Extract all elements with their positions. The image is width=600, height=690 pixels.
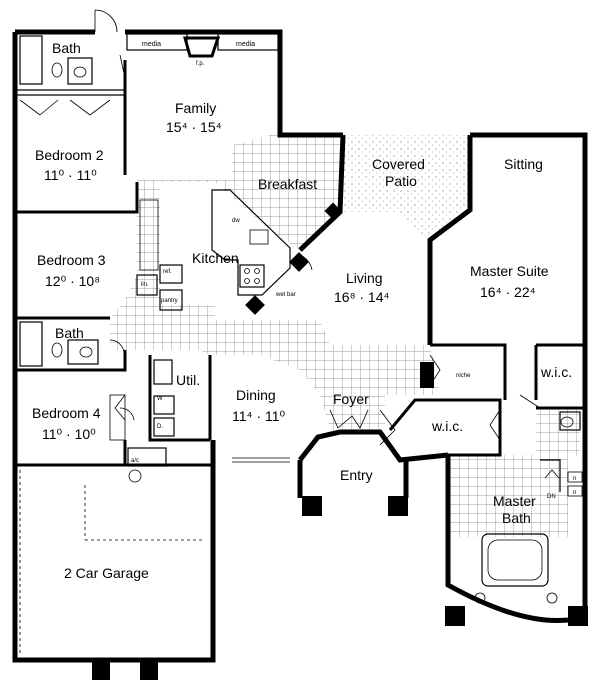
covered-patio-floor [342, 135, 468, 240]
utility-fixtures [153, 359, 175, 437]
master-bath-tub [474, 411, 581, 604]
bath-mid-fixtures [19, 321, 99, 367]
room-label-kitchen: Kitchen [192, 250, 239, 266]
label-dishwasher: dw [232, 218, 240, 224]
room-label-master-bath-2: Bath [502, 510, 531, 526]
room-label-sitting: Sitting [504, 156, 543, 172]
label-niche: niche [456, 373, 471, 379]
room-dim-dining: 11⁴ · 11⁰ [232, 408, 286, 424]
label-fireplace: f.p. [196, 61, 205, 67]
room-dim-bedroom-3: 12⁰ · 10⁸ [45, 273, 100, 289]
room-label-bath-mid: Bath [55, 325, 84, 341]
room-label-wic-right: w.i.c. [540, 364, 572, 380]
room-label-bedroom-3: Bedroom 3 [37, 252, 106, 268]
room-label-master-bath-1: Master [493, 493, 536, 509]
interior-walls [15, 60, 585, 467]
label-wet-bar: wet bar [275, 292, 296, 298]
kitchen-counters [136, 189, 291, 311]
label-ref: ref. [163, 269, 172, 275]
room-label-breakfast: Breakfast [258, 176, 317, 192]
fireplace [126, 33, 279, 58]
room-dim-living: 16⁸ · 14⁴ [334, 289, 390, 305]
room-label-living: Living [346, 270, 383, 286]
room-label-util: Util. [176, 372, 200, 388]
garage-details [19, 447, 205, 655]
room-label-dining: Dining [236, 387, 276, 403]
label-media-right: media [236, 41, 255, 48]
room-dim-family: 15⁴ · 15⁴ [166, 119, 222, 135]
room-dim-master-suite: 16⁴ · 22⁴ [480, 284, 536, 300]
room-label-bath-top: Bath [52, 40, 81, 56]
label-media-left: media [142, 41, 161, 48]
room-label-covered-patio-1: Covered [372, 156, 425, 172]
label-dryer: D. [157, 424, 163, 430]
room-label-covered-patio-2: Patio [385, 173, 417, 189]
closets [19, 99, 159, 441]
label-down: DN [547, 494, 556, 500]
room-label-garage: 2 Car Garage [64, 565, 149, 581]
room-label-bedroom-4: Bedroom 4 [32, 405, 101, 421]
room-dim-bedroom-2: 11⁰ · 11⁰ [44, 167, 97, 183]
room-label-family: Family [175, 100, 216, 116]
room-label-bedroom-2: Bedroom 2 [35, 147, 104, 163]
label-linen-b: n [573, 490, 576, 496]
label-ac: a/c [131, 458, 139, 464]
tile-floor [110, 135, 580, 537]
windows [232, 70, 588, 463]
step-details [544, 469, 583, 497]
label-pantry: pantry [161, 298, 178, 304]
black-piers [92, 202, 588, 680]
room-label-entry: Entry [340, 467, 373, 483]
room-label-wic-center: w.i.c. [431, 418, 463, 434]
doors [94, 9, 541, 446]
label-washer: W [157, 396, 163, 402]
room-label-master-suite: Master Suite [470, 263, 549, 279]
label-linen: lin. [141, 282, 149, 288]
bath-top-fixtures [19, 35, 93, 85]
label-linen-a: n [573, 476, 576, 482]
room-dim-bedroom-4: 11⁰ · 10⁰ [42, 426, 96, 442]
room-label-foyer: Foyer [333, 391, 369, 407]
